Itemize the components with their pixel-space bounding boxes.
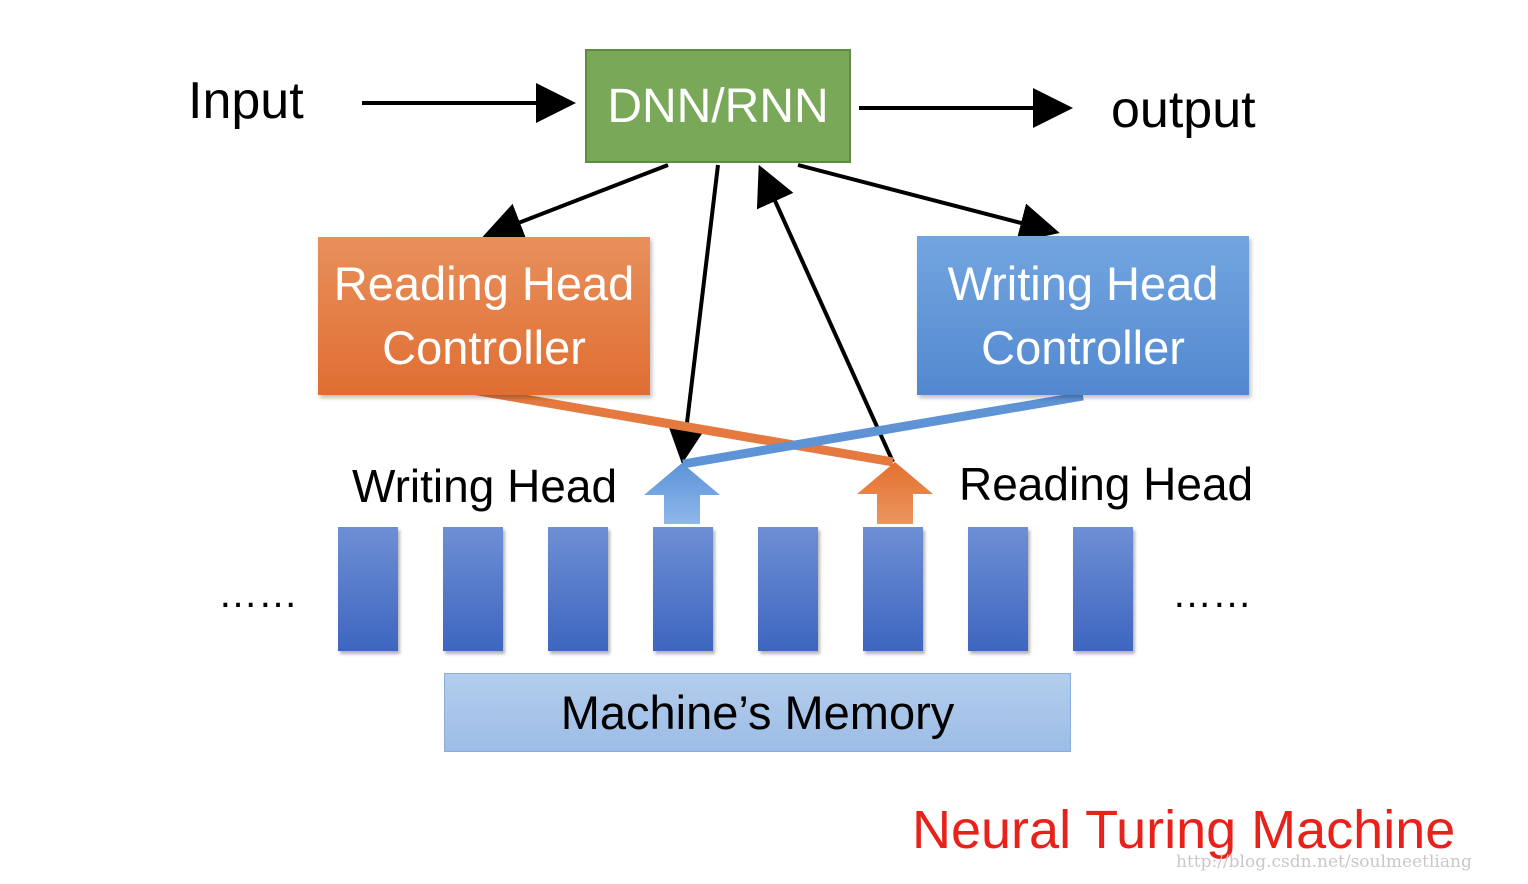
memory-cell: [653, 527, 713, 651]
reading-controller-line2: Controller: [382, 321, 586, 374]
writing-head-label: Writing Head: [352, 460, 618, 512]
core-to-writing-controller-arrow: [797, 163, 1060, 243]
watermark-url: http://blog.csdn.net/soulmeetliang: [1176, 852, 1472, 872]
dnn-rnn-label: DNN/RNN: [607, 79, 829, 133]
memory-cell: [338, 527, 398, 651]
writing-controller-line1: Writing Head: [947, 256, 1219, 310]
memory-cell: [863, 527, 923, 651]
output-label: output: [1111, 81, 1256, 139]
machine-memory-label: Machine’s Memory: [560, 686, 955, 739]
reading-head-label: Reading Head: [959, 458, 1254, 510]
writing-controller-line2: Controller: [981, 320, 1185, 374]
ellipsis-left: ……: [218, 572, 298, 616]
writing-controller-link: [682, 391, 1084, 469]
reading-head-controller: Reading Head Controller: [318, 237, 650, 395]
reading-head-to-core-arrow: [756, 164, 895, 463]
reading-controller-link: [471, 385, 894, 467]
writing-head-controller: Writing Head Controller: [917, 236, 1249, 395]
machine-memory-bar: Machine’s Memory: [444, 673, 1071, 752]
writing-head-arrow-icon: [644, 463, 720, 524]
ellipsis-right: ……: [1172, 572, 1252, 616]
diagram-title: Neural Turing Machine: [912, 800, 1456, 860]
memory-cell: [968, 527, 1028, 651]
reading-controller-line1: Reading Head: [333, 257, 635, 311]
input-label: Input: [188, 72, 304, 130]
dnn-rnn-box: DNN/RNN: [585, 49, 851, 163]
memory-cell: [1073, 527, 1133, 651]
core-to-reading-controller-arrow: [482, 163, 669, 242]
reading-head-arrow-icon: [857, 462, 933, 524]
core-to-writing-head-arrow: [666, 164, 720, 464]
memory-cell: [443, 527, 503, 651]
memory-cell: [548, 527, 608, 651]
memory-cell: [758, 527, 818, 651]
